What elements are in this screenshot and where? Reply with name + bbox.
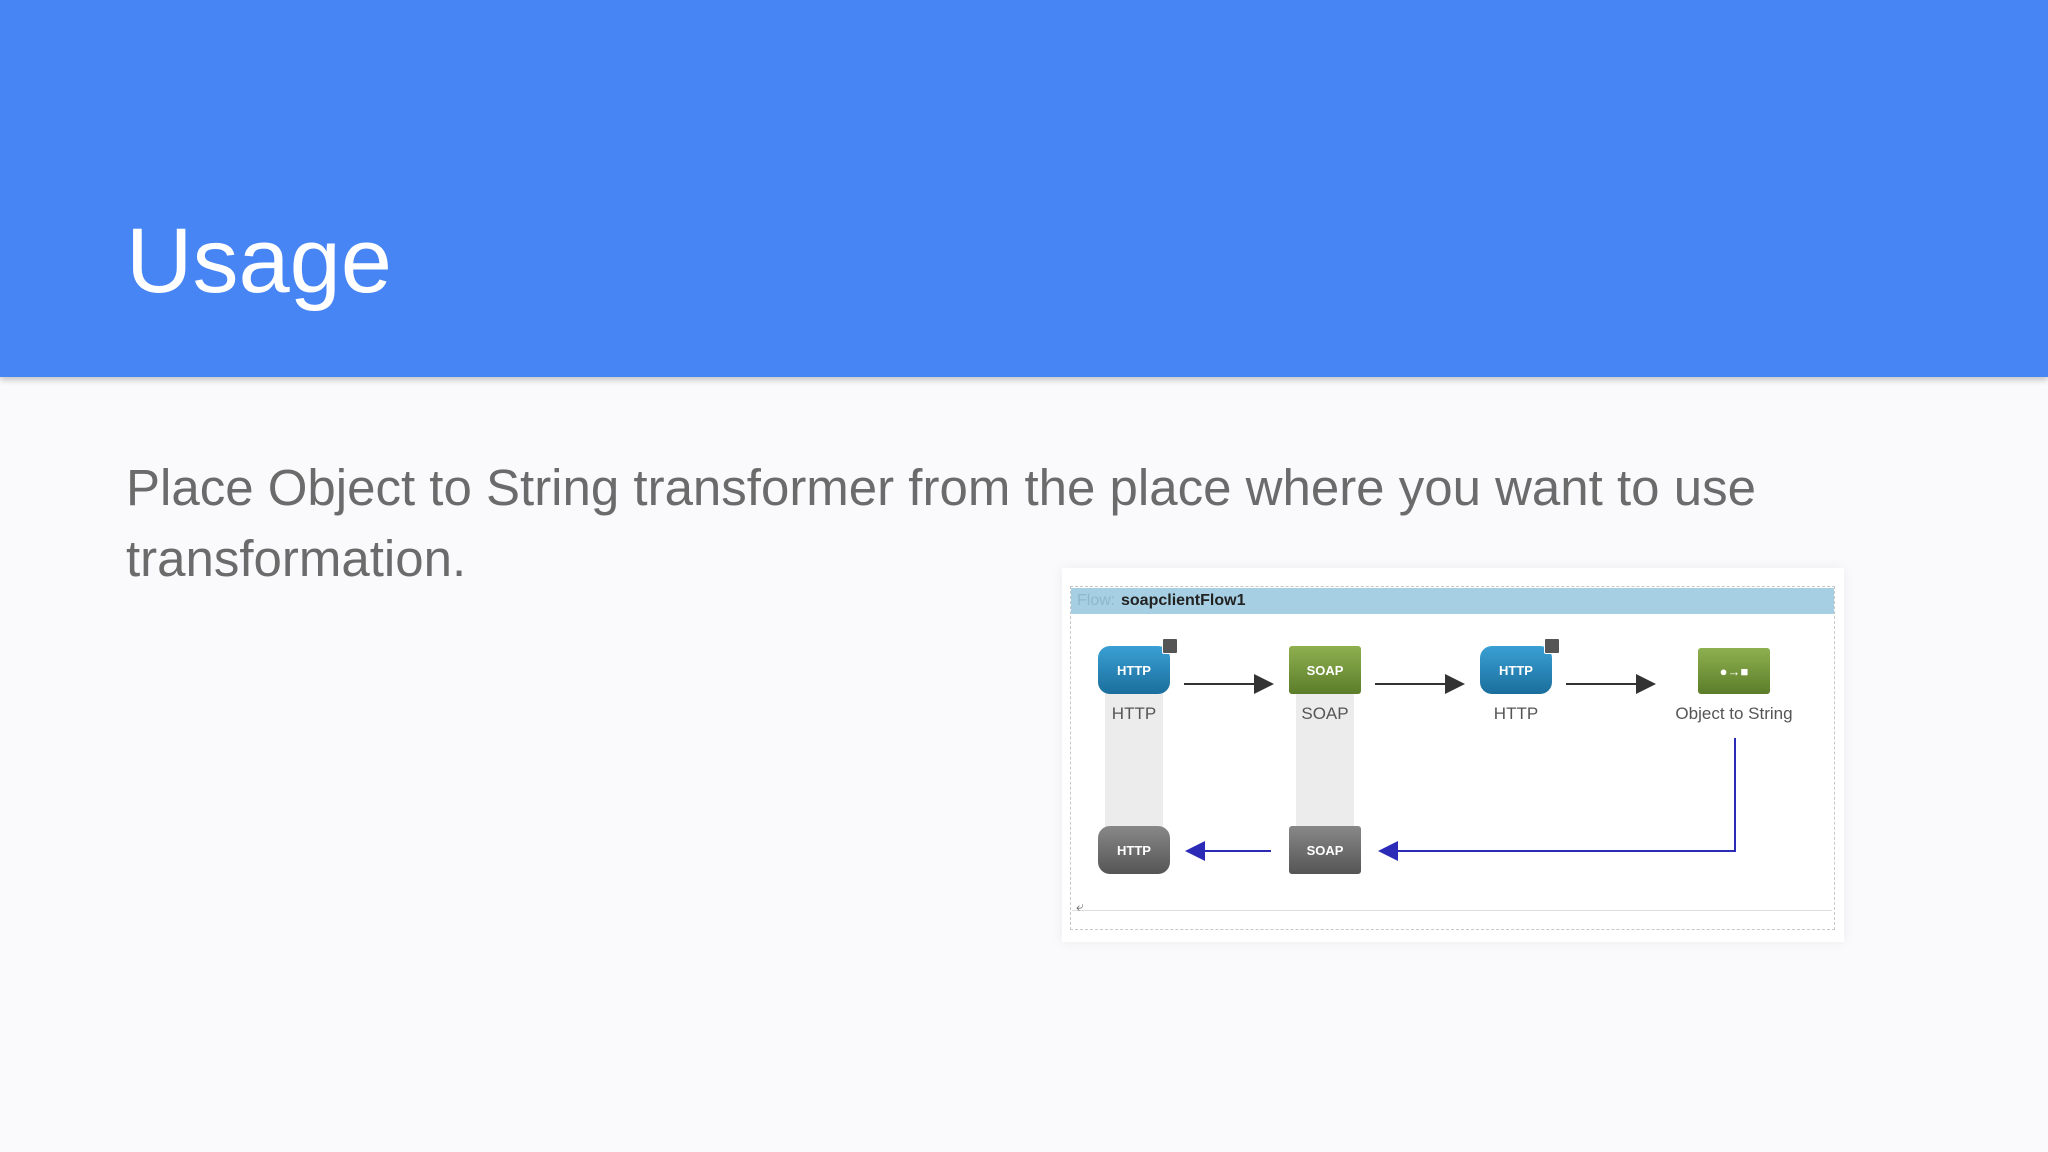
- soap-glyph: SOAP: [1306, 662, 1344, 678]
- http-glyph: HTTP: [1117, 842, 1151, 858]
- flow-diagram-image: Flow: soapclientFlow1 HTTP HTTP SOAP SOA…: [1062, 568, 1844, 942]
- node-label-soap: SOAP: [1301, 704, 1349, 723]
- object-to-string-node[interactable]: ●→■: [1698, 648, 1770, 694]
- arrow-return-to-soap: [1378, 738, 1736, 861]
- node-label-http: HTTP: [1111, 704, 1157, 723]
- flow-frame: [1070, 586, 1835, 930]
- http-inbound-node[interactable]: HTTP: [1098, 638, 1178, 694]
- slide-body-text: Place Object to String transformer from …: [126, 459, 1756, 587]
- flow-arrows: [1184, 674, 1736, 861]
- http-glyph: HTTP: [1499, 662, 1533, 678]
- http-outbound-node[interactable]: HTTP: [1480, 638, 1560, 694]
- node-label-object-to-string: Object to String: [1675, 704, 1793, 723]
- transformer-glyph: ●→■: [1719, 663, 1749, 679]
- lane-http: [1105, 678, 1163, 828]
- soap-node[interactable]: SOAP: [1289, 646, 1361, 694]
- flow-name: soapclientFlow1: [1121, 592, 1246, 609]
- badge-icon: [1162, 638, 1178, 654]
- node-label-http-outbound: HTTP: [1493, 704, 1539, 723]
- lane-soap: [1296, 678, 1354, 828]
- badge-icon: [1544, 638, 1560, 654]
- collapse-icon[interactable]: ⤶: [1076, 898, 1084, 914]
- flow-footer-divider: [1072, 910, 1832, 911]
- slide-header: Usage: [0, 0, 2048, 377]
- soap-glyph: SOAP: [1306, 842, 1344, 858]
- http-glyph: HTTP: [1117, 662, 1151, 678]
- slide-title: Usage: [126, 210, 392, 312]
- http-return-node[interactable]: HTTP: [1098, 826, 1170, 874]
- flow-prefix: Flow:: [1077, 592, 1116, 609]
- soap-return-node[interactable]: SOAP: [1289, 826, 1361, 874]
- flow-title-bar: Flow: soapclientFlow1: [1071, 588, 1834, 614]
